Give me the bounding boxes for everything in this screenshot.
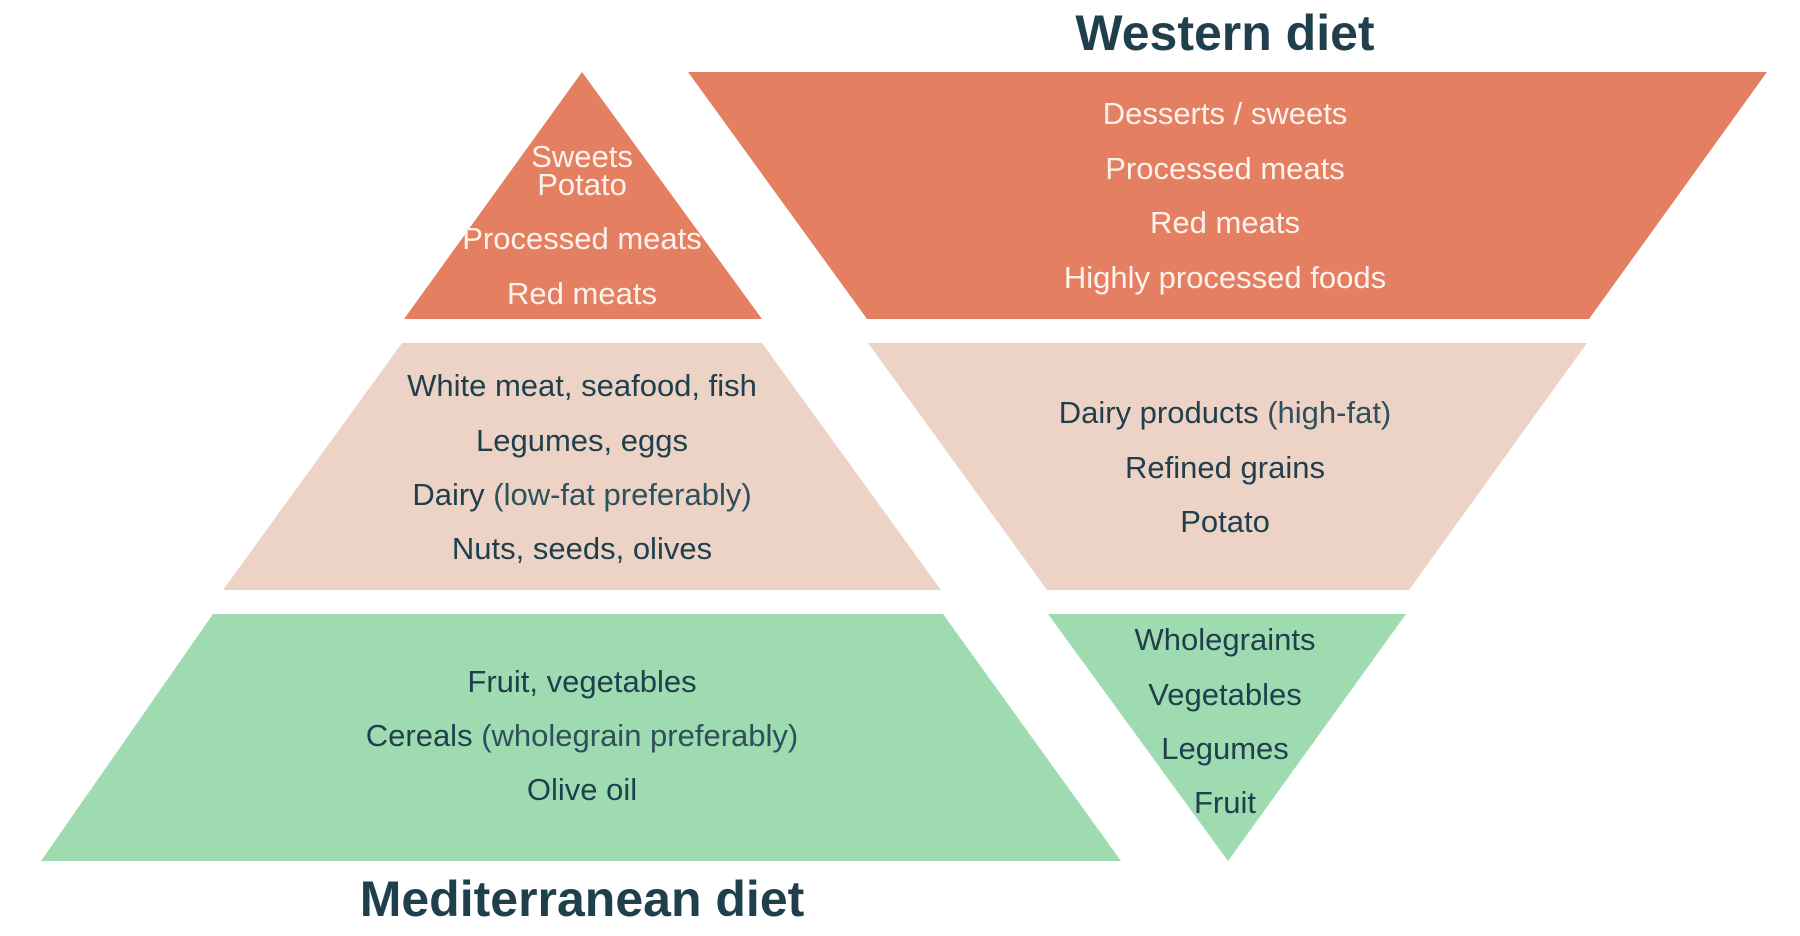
mediterranean-diet-title: Mediterranean diet (360, 871, 805, 927)
western-top-tier (688, 72, 1767, 319)
western-top-item-red-meats: Red meats (1150, 205, 1300, 240)
mediterranean-top-item-processed-meats: Processed meats (462, 221, 702, 256)
western-bottom-item-wholegraints: Wholegraints (1135, 622, 1316, 657)
mediterranean-bottom-item-cereals: Cereals (wholegrain preferably) (366, 718, 798, 753)
western-middle-item-refined-grains: Refined grains (1125, 450, 1325, 485)
mediterranean-top-item-potato: Potato (537, 167, 627, 202)
western-top-item-desserts: Desserts / sweets (1103, 96, 1348, 131)
mediterranean-middle-item-legumes: Legumes, eggs (476, 423, 688, 458)
mediterranean-middle-item-nuts: Nuts, seeds, olives (452, 531, 712, 566)
western-diet-title: Western diet (1075, 5, 1374, 61)
mediterranean-bottom-tier (41, 614, 1121, 861)
western-bottom-tier (1048, 614, 1406, 861)
mediterranean-top-tier (404, 72, 762, 319)
western-bottom-item-fruit: Fruit (1194, 785, 1256, 820)
western-top-item-highly-processed: Highly processed foods (1064, 260, 1386, 295)
western-bottom-item-legumes: Legumes (1161, 731, 1289, 766)
mediterranean-bottom-item-olive-oil: Olive oil (527, 772, 637, 807)
western-top-item-processed-meats: Processed meats (1105, 151, 1345, 186)
mediterranean-middle-item-white-meat: White meat, seafood, fish (407, 368, 757, 403)
western-middle-item-potato: Potato (1180, 504, 1270, 539)
western-bottom-item-vegetables: Vegetables (1148, 677, 1301, 712)
mediterranean-middle-item-dairy: Dairy (low-fat preferably) (412, 477, 751, 512)
mediterranean-middle-tier (223, 343, 941, 590)
mediterranean-top-item-red-meats: Red meats (507, 276, 657, 311)
western-middle-tier (868, 343, 1587, 590)
mediterranean-top-item-sweets: Sweets (531, 139, 633, 174)
western-pyramid: Western diet Desserts / sweets Processed… (688, 5, 1767, 861)
mediterranean-bottom-item-fruit: Fruit, vegetables (467, 664, 696, 699)
western-middle-item-dairy: Dairy products (high-fat) (1059, 395, 1392, 430)
mediterranean-pyramid: Sweets Potato Processed meats Red meats … (41, 72, 1121, 927)
